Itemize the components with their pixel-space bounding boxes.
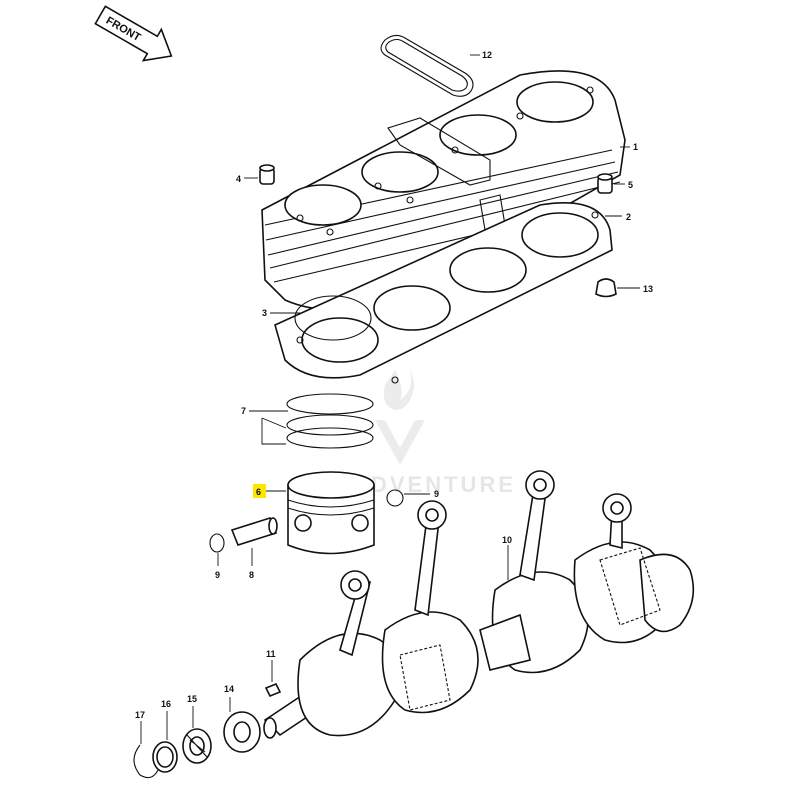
callout-4: 4 [236,174,241,184]
part-4-dowel [259,164,275,185]
callout-9-left: 9 [215,570,220,580]
bore-1 [284,184,362,226]
part-3-o-ring [294,295,372,341]
callout-5: 5 [628,180,633,190]
bore-3 [439,114,517,156]
part-6-piston [287,471,375,555]
callout-11: 11 [266,649,276,659]
part-15-bearing [182,728,212,764]
part-10-crankshaft [263,470,695,739]
part-13-cap [595,278,617,298]
callout-10: 10 [502,535,512,545]
part-9-clip-left [209,533,225,553]
callout-16: 16 [161,699,171,709]
callout-labels: 1 2 3 4 5 6 7 8 9 9 10 11 12 13 14 15 16… [135,50,653,720]
bore-2 [361,151,439,193]
callout-17: 17 [135,710,145,720]
bore-4 [516,81,594,123]
part-7-piston-rings [286,393,374,449]
part-11-key [264,682,282,698]
part-14-oil-seal [223,711,261,753]
part-5-dowel [597,173,613,194]
part-12-gasket [380,34,474,97]
callout-3: 3 [262,308,267,318]
part-9-clip-right [386,489,404,507]
part-16-washer [152,741,178,773]
leader-lines [140,54,640,744]
part-17-circlip [133,744,159,779]
callout-12: 12 [482,50,492,60]
part-1-cylinder-block [261,70,626,311]
front-arrow: FRONT [94,5,173,62]
callout-2: 2 [626,212,631,222]
callout-8: 8 [249,570,254,580]
callout-13: 13 [643,284,653,294]
callout-7: 7 [241,406,246,416]
callout-9-right: 9 [434,489,439,499]
callout-6: 6 [256,487,261,497]
callout-6-highlight [253,484,266,498]
part-8-piston-pin [230,517,278,546]
callout-15: 15 [187,694,197,704]
callout-1: 1 [633,142,638,152]
callout-14: 14 [224,684,234,694]
